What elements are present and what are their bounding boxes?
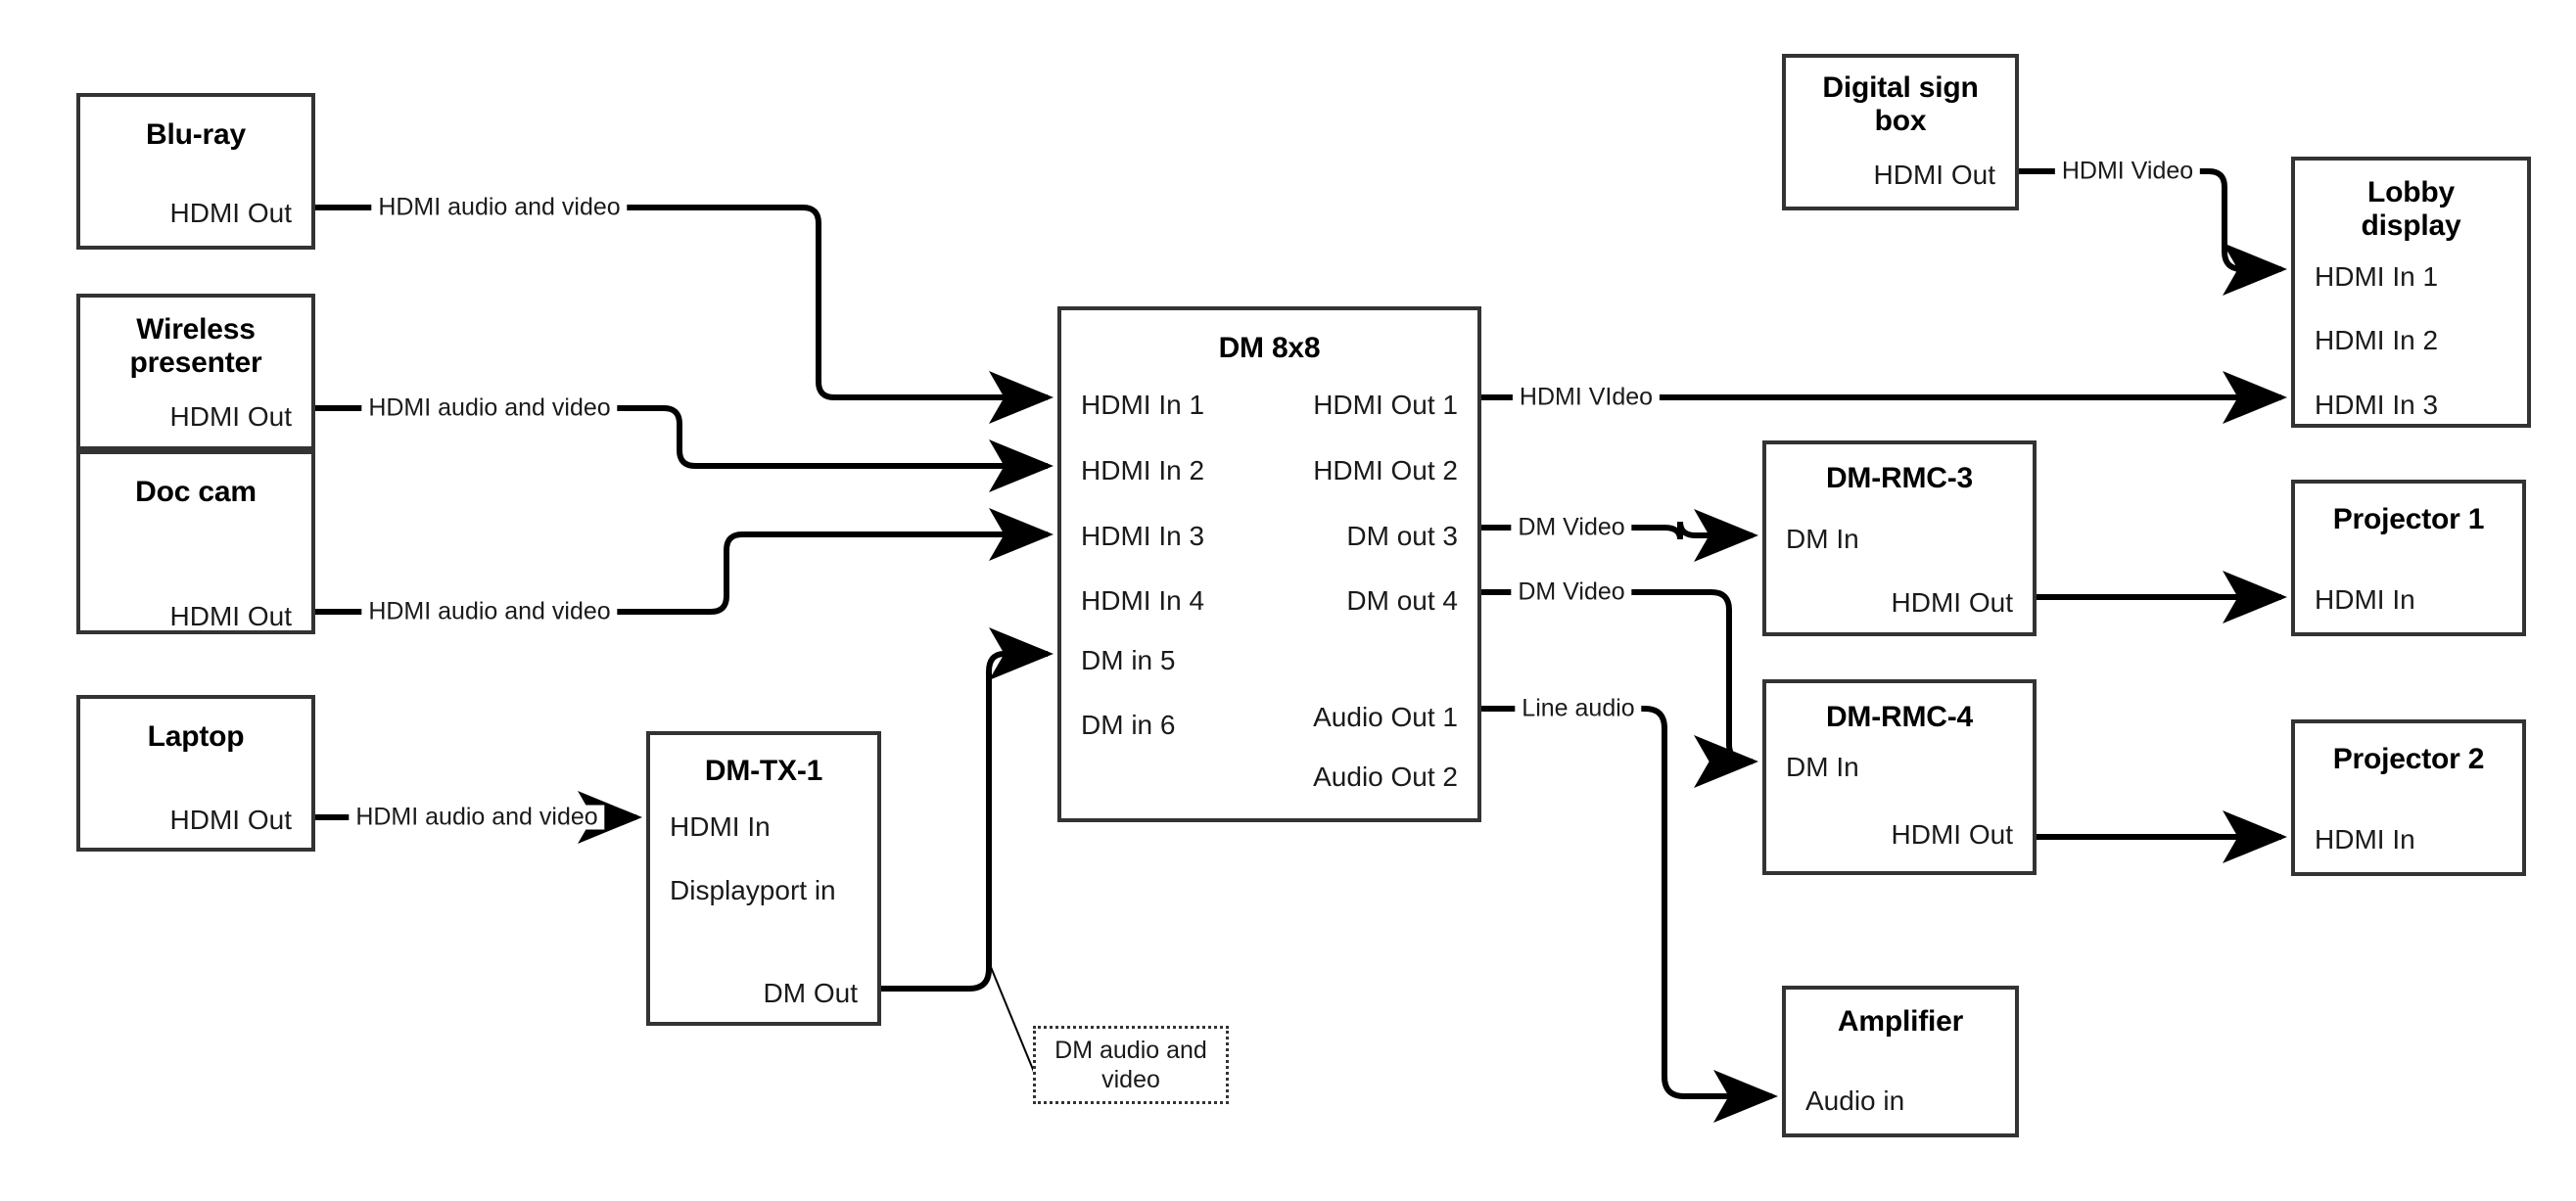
device-dm-8x8-input-hdmi-in-2[interactable]: HDMI In 2 — [1081, 455, 1205, 485]
device-amplifier-port-audio-in[interactable]: Audio in — [1805, 1086, 1905, 1116]
wire-wireless-to-dm8x8 — [315, 405, 1054, 492]
edge-label-dm8x8-hdmi-video: HDMI VIdeo — [1512, 385, 1661, 410]
device-projector-2-title: Projector 2 — [2332, 743, 2485, 775]
device-amplifier-title: Amplifier — [1837, 1005, 1964, 1038]
device-lobby-display-input-hdmi-in-1[interactable]: HDMI In 1 — [2315, 261, 2439, 292]
device-projector-1-port-hdmi-in[interactable]: HDMI In — [2315, 584, 2415, 615]
edge-label-bluray-hdmi-av: HDMI audio and video — [371, 195, 628, 220]
edge-label-laptop-hdmi-av: HDMI audio and video — [349, 805, 605, 830]
device-digital-sign-box[interactable]: Digital sign box HDMI Out — [1782, 54, 2019, 210]
device-wireless-presenter-title-line2: presenter — [129, 346, 262, 379]
device-dm-8x8-output-dm-out-3[interactable]: DM out 3 — [1346, 521, 1458, 551]
device-lobby-display-title-line2: display — [2361, 209, 2461, 242]
device-dm-rmc-3-port-dm-in[interactable]: DM In — [1786, 524, 1859, 554]
wire-bluray-to-dm8x8 — [315, 205, 1054, 424]
device-dm-8x8-title: DM 8x8 — [1218, 332, 1321, 364]
device-projector-1[interactable]: Projector 1 HDMI In — [2291, 480, 2526, 636]
device-dm-8x8[interactable]: DM 8x8 HDMI In 1 HDMI In 2 HDMI In 3 HDM… — [1057, 306, 1481, 822]
device-laptop-port-hdmi-out[interactable]: HDMI Out — [169, 805, 292, 835]
device-doc-cam-title: Doc cam — [135, 476, 257, 508]
device-lobby-display-input-hdmi-in-3[interactable]: HDMI In 3 — [2315, 390, 2439, 420]
device-laptop[interactable]: Laptop HDMI Out — [76, 695, 315, 852]
device-dm-tx-1-port-displayport-in[interactable]: Displayport in — [670, 875, 836, 905]
device-dm-tx-1-title: DM-TX-1 — [704, 755, 823, 787]
device-dm-rmc-4-port-hdmi-out[interactable]: HDMI Out — [1891, 819, 2013, 850]
device-digital-sign-box-title-line2: box — [1874, 105, 1927, 137]
device-dm-tx-1-port-dm-out[interactable]: DM Out — [763, 978, 858, 1008]
device-dm-rmc-3[interactable]: DM-RMC-3 DM In HDMI Out — [1762, 440, 2037, 636]
device-dm-rmc-3-port-hdmi-out[interactable]: HDMI Out — [1891, 587, 2013, 618]
device-dm-8x8-input-hdmi-in-3[interactable]: HDMI In 3 — [1081, 521, 1205, 551]
device-amplifier[interactable]: Amplifier Audio in — [1782, 986, 2019, 1137]
device-lobby-display-input-hdmi-in-2[interactable]: HDMI In 2 — [2315, 325, 2439, 355]
edge-label-dm8x8-dm-video-3: DM Video — [1511, 515, 1632, 540]
device-dm-8x8-output-hdmi-out-2[interactable]: HDMI Out 2 — [1313, 455, 1458, 485]
callout-line-2: video — [1101, 1066, 1160, 1093]
edge-label-dm8x8-line-audio: Line audio — [1515, 696, 1642, 721]
device-dm-8x8-input-dm-in-5[interactable]: DM in 5 — [1081, 645, 1176, 675]
callout-dm-audio-and-video: DM audio and video — [1033, 1026, 1229, 1104]
device-wireless-presenter-title-line1: Wireless — [136, 313, 256, 346]
device-dm-rmc-3-title: DM-RMC-3 — [1825, 462, 1974, 494]
edge-label-wireless-hdmi-av: HDMI audio and video — [361, 395, 618, 421]
device-dm-tx-1-port-hdmi-in[interactable]: HDMI In — [670, 811, 771, 842]
device-doc-cam-port-hdmi-out[interactable]: HDMI Out — [169, 601, 292, 631]
device-dm-8x8-output-hdmi-out-1[interactable]: HDMI Out 1 — [1313, 390, 1458, 420]
device-doc-cam[interactable]: Doc cam HDMI Out — [76, 450, 315, 634]
device-projector-2-port-hdmi-in[interactable]: HDMI In — [2315, 824, 2415, 855]
device-laptop-title: Laptop — [147, 720, 245, 753]
device-dm-rmc-4[interactable]: DM-RMC-4 DM In HDMI Out — [1762, 679, 2037, 875]
edge-label-sign-hdmi-video: HDMI Video — [2054, 159, 2201, 184]
edge-label-dm8x8-dm-video-4: DM Video — [1511, 579, 1632, 605]
leader-dm-av-callout — [990, 966, 1035, 1073]
device-bluray-port-hdmi-out[interactable]: HDMI Out — [169, 198, 292, 228]
device-dm-8x8-output-dm-out-4[interactable]: DM out 4 — [1346, 585, 1458, 616]
wire-dm8x8-dmout3-to-rmc3 — [1481, 509, 1758, 562]
device-dm-rmc-4-title: DM-RMC-4 — [1825, 701, 1974, 733]
device-dm-8x8-input-hdmi-in-1[interactable]: HDMI In 1 — [1081, 390, 1205, 420]
wire-dm8x8-dmout4-to-rmc4 — [1481, 589, 1758, 788]
edge-label-doccam-hdmi-av: HDMI audio and video — [361, 599, 618, 624]
callout-dm-audio-and-video-text: DM audio and video — [1036, 1036, 1226, 1094]
device-dm-8x8-output-audio-out-1[interactable]: Audio Out 1 — [1313, 702, 1458, 732]
device-lobby-display[interactable]: Lobby display HDMI In 1 HDMI In 2 HDMI I… — [2291, 157, 2531, 428]
device-dm-8x8-input-hdmi-in-4[interactable]: HDMI In 4 — [1081, 585, 1205, 616]
device-dm-8x8-input-dm-in-6[interactable]: DM in 6 — [1081, 710, 1176, 740]
device-projector-2[interactable]: Projector 2 HDMI In — [2291, 719, 2526, 876]
device-dm-8x8-output-audio-out-2[interactable]: Audio Out 2 — [1313, 762, 1458, 792]
device-lobby-display-title-line1: Lobby — [2367, 176, 2455, 208]
device-bluray-title: Blu-ray — [146, 118, 246, 151]
wire-sign-to-lobby — [2019, 168, 2287, 296]
wire-dm8x8-audioout1-to-amplifier — [1481, 706, 1778, 1123]
device-digital-sign-box-title-line1: Digital sign — [1822, 71, 1979, 104]
device-wireless-presenter[interactable]: Wireless presenter HDMI Out — [76, 294, 315, 450]
device-bluray[interactable]: Blu-ray HDMI Out — [76, 93, 315, 250]
callout-line-1: DM audio and — [1054, 1037, 1207, 1064]
device-wireless-presenter-port-hdmi-out[interactable]: HDMI Out — [169, 401, 292, 432]
device-digital-sign-box-port-hdmi-out[interactable]: HDMI Out — [1873, 160, 1995, 190]
device-dm-rmc-4-port-dm-in[interactable]: DM In — [1786, 752, 1859, 782]
wire-doccam-to-dm8x8 — [315, 508, 1054, 615]
device-projector-1-title: Projector 1 — [2332, 503, 2485, 535]
wire-dmtx1-to-dm8x8 — [881, 627, 1054, 992]
device-dm-tx-1[interactable]: DM-TX-1 HDMI In Displayport in DM Out — [646, 731, 881, 1026]
